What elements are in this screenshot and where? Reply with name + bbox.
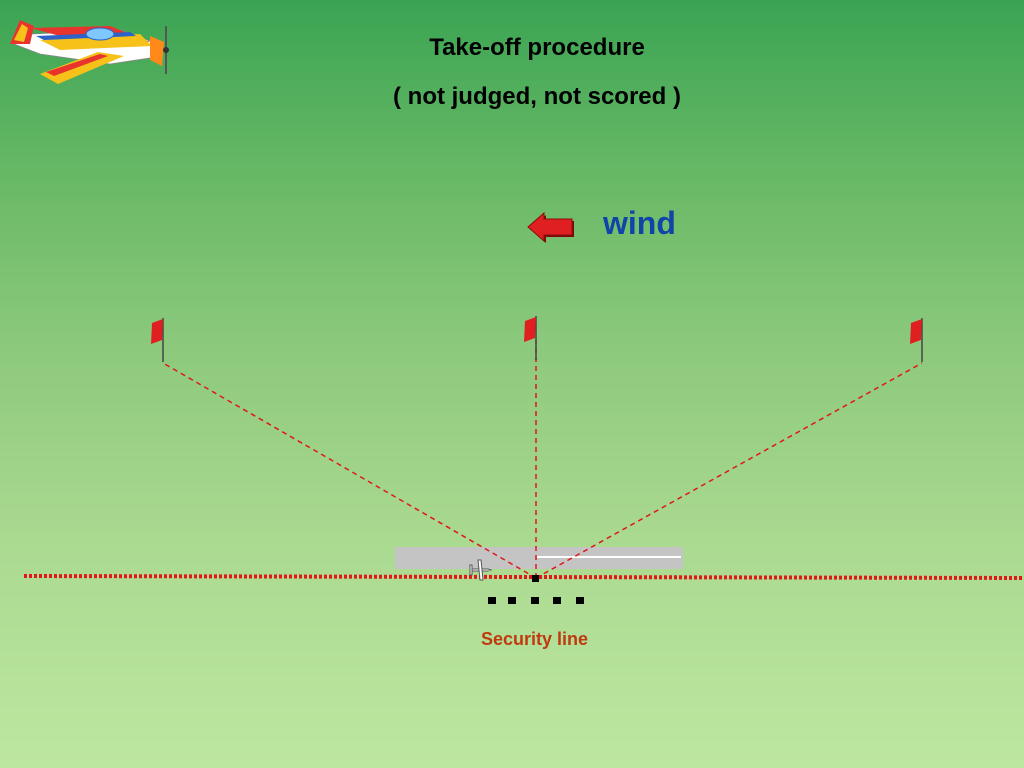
judge-marker <box>576 597 584 604</box>
aerobatic-airplane-icon <box>10 20 169 84</box>
judge-marker <box>488 597 496 604</box>
wind-arrow-icon <box>527 211 574 243</box>
flag-center <box>524 316 537 360</box>
judge-position-marker <box>532 575 539 582</box>
runway <box>395 547 683 569</box>
judge-marker <box>531 597 539 604</box>
judge-marker <box>508 597 516 604</box>
sight-lines <box>162 340 923 579</box>
security-line-label: Security line <box>481 629 589 649</box>
page-subtitle: ( not judged, not scored ) <box>393 83 681 110</box>
flag-right <box>910 318 923 362</box>
judge-marker <box>553 597 561 604</box>
wind-label: wind <box>603 205 676 241</box>
sight-line-right <box>535 362 923 579</box>
sight-line-left <box>162 362 537 579</box>
airplane-icon <box>469 559 493 581</box>
flag-left <box>151 318 164 362</box>
page-title: Take-off procedure <box>429 34 645 61</box>
security-line <box>23 574 1024 580</box>
judges-row <box>488 597 584 604</box>
